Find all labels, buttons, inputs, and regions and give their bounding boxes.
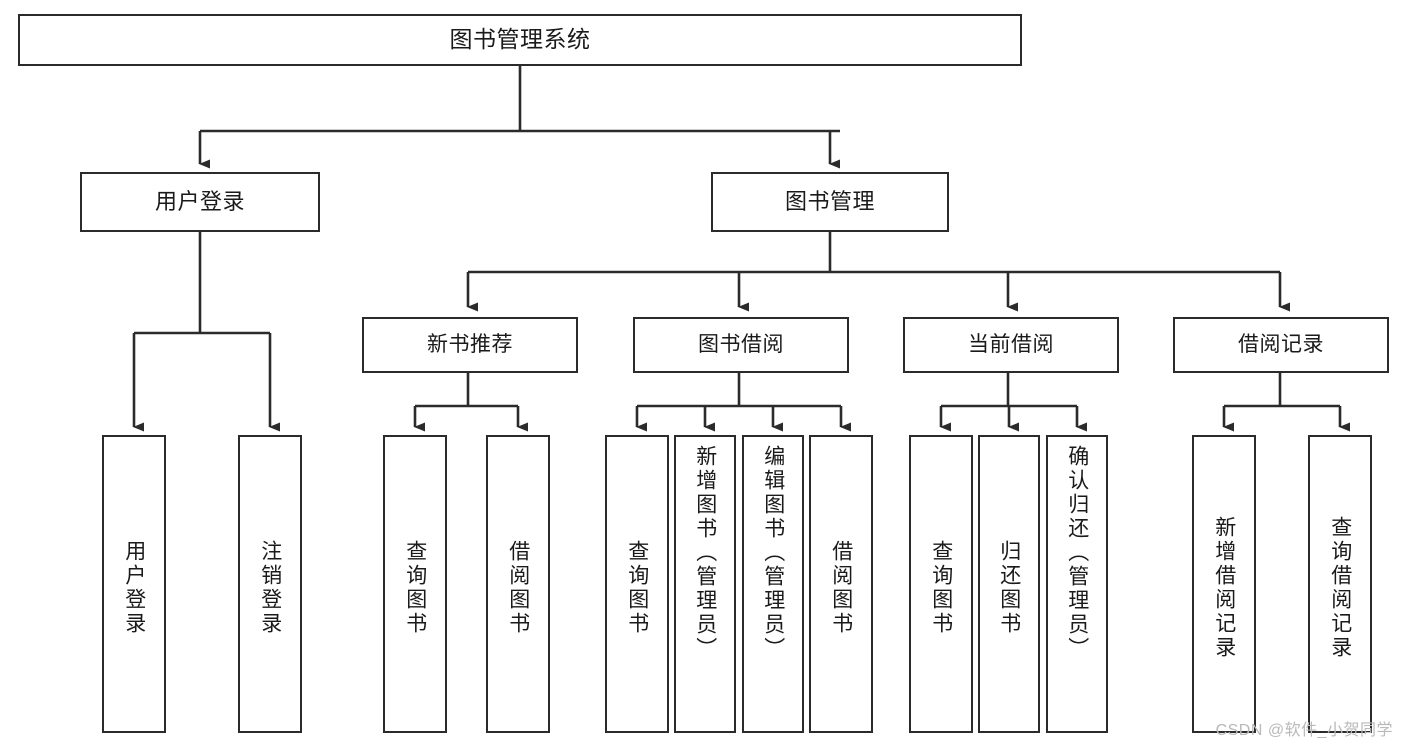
node-label: 图书借阅 xyxy=(698,333,784,357)
node-leaf-user-login[interactable]: 用户登录 xyxy=(102,435,166,733)
node-leaf-query-borrowing-record[interactable]: 查询借阅记录 xyxy=(1308,435,1372,733)
node-current-borrowing[interactable]: 当前借阅 xyxy=(903,317,1119,373)
node-label: 用户登录 xyxy=(154,188,245,214)
node-label: 用户登录 xyxy=(122,540,146,636)
node-label: 新增图书（管理员） xyxy=(693,445,717,661)
node-leaf-query-book-borrowing[interactable]: 查询图书 xyxy=(605,435,669,733)
node-borrowing-record[interactable]: 借阅记录 xyxy=(1173,317,1389,373)
node-book-management[interactable]: 图书管理 xyxy=(711,172,949,232)
node-new-book-recommendation[interactable]: 新书推荐 xyxy=(362,317,578,373)
node-label: 图书管理 xyxy=(784,188,875,214)
node-label: 借阅记录 xyxy=(1238,333,1324,357)
node-root-book-management-system[interactable]: 图书管理系统 xyxy=(18,14,1022,66)
csdn-watermark: CSDN @软件_小贺同学 xyxy=(1215,722,1393,739)
node-label: 借阅图书 xyxy=(506,540,530,636)
node-user-login[interactable]: 用户登录 xyxy=(80,172,320,232)
node-leaf-query-book-current[interactable]: 查询图书 xyxy=(909,435,973,733)
node-label: 查询图书 xyxy=(403,540,427,636)
node-leaf-add-borrowing-record[interactable]: 新增借阅记录 xyxy=(1192,435,1256,733)
node-label: 注销登录 xyxy=(258,540,282,636)
node-label: 新书推荐 xyxy=(427,333,513,357)
node-label: 借阅图书 xyxy=(829,540,853,636)
node-label: 图书管理系统 xyxy=(449,26,591,53)
node-leaf-borrow-book-recommendation[interactable]: 借阅图书 xyxy=(486,435,550,733)
node-label: 确认归还（管理员） xyxy=(1065,445,1089,661)
node-leaf-confirm-return-admin[interactable]: 确认归还（管理员） xyxy=(1046,435,1108,733)
node-label: 查询借阅记录 xyxy=(1328,516,1352,660)
node-leaf-query-book-recommendation[interactable]: 查询图书 xyxy=(383,435,447,733)
node-label: 编辑图书（管理员） xyxy=(761,445,785,661)
node-label: 当前借阅 xyxy=(968,333,1054,357)
node-leaf-borrow-book-borrowing[interactable]: 借阅图书 xyxy=(809,435,873,733)
node-label: 查询图书 xyxy=(929,540,953,636)
node-label: 归还图书 xyxy=(997,540,1021,636)
node-leaf-edit-book-admin[interactable]: 编辑图书（管理员） xyxy=(742,435,804,733)
node-label: 查询图书 xyxy=(625,540,649,636)
node-leaf-return-book[interactable]: 归还图书 xyxy=(978,435,1040,733)
node-book-borrowing[interactable]: 图书借阅 xyxy=(633,317,849,373)
node-leaf-add-book-admin[interactable]: 新增图书（管理员） xyxy=(674,435,736,733)
node-label: 新增借阅记录 xyxy=(1212,516,1236,660)
node-leaf-logout[interactable]: 注销登录 xyxy=(238,435,302,733)
